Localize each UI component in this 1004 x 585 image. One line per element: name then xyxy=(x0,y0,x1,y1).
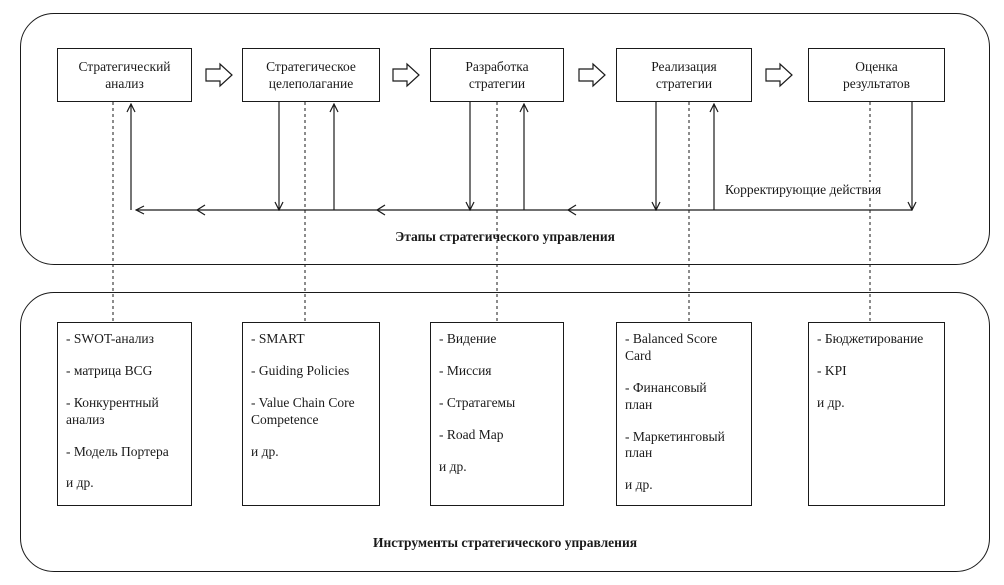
stage-results-evaluation: Оценка результатов xyxy=(808,48,945,102)
tool-item: - Миссия xyxy=(439,362,492,378)
tools-box-evaluation: - Бюджетирование - KPI и др. xyxy=(808,322,945,506)
tool-item: - Финансовый план xyxy=(625,379,707,412)
tool-item: и др. xyxy=(66,475,94,491)
tool-item: - SWOT-анализ xyxy=(66,331,154,346)
flow-arrow-3 xyxy=(578,62,606,88)
tool-item: - матрица BCG xyxy=(66,362,153,378)
tools-box-development: - Видение - Миссия - Стратагемы - Road M… xyxy=(430,322,564,506)
tool-item: - Модель Портера xyxy=(66,443,169,459)
tool-item: - Road Map xyxy=(439,426,504,442)
stages-panel xyxy=(20,13,990,265)
stage-strategy-development: Разработка стратегии xyxy=(430,48,564,102)
tool-item: и др. xyxy=(625,477,653,493)
flow-arrow-4 xyxy=(765,62,793,88)
tools-panel xyxy=(20,292,990,572)
tools-box-implementation: - Balanced Score Card - Финансовый план … xyxy=(616,322,752,506)
flow-arrow-1 xyxy=(205,62,233,88)
tool-item: - Balanced Score Card xyxy=(625,331,718,363)
tool-item: - Конкурентный анализ xyxy=(66,394,159,427)
dashed-links xyxy=(112,102,871,322)
tool-item: - Value Chain Core Competence xyxy=(251,394,355,427)
tool-item: - Стратагемы xyxy=(439,394,516,410)
flow-arrow-2 xyxy=(392,62,420,88)
tool-item: - SMART xyxy=(251,331,305,346)
stage-strategy-implementation: Реализация стратегии xyxy=(616,48,752,102)
feedback-mid-arrow-3 xyxy=(195,204,206,216)
tools-box-analysis: - SWOT-анализ - матрица BCG - Конкурентн… xyxy=(57,322,192,506)
feedback-mid-arrow-2 xyxy=(375,204,386,216)
tools-caption: Инструменты стратегического управления xyxy=(372,535,638,550)
tool-item: и др. xyxy=(817,394,845,410)
flow-arrows xyxy=(205,62,793,88)
tool-item: - Маркетинговый план xyxy=(625,428,725,461)
feedback-label: Корректирующие действия xyxy=(722,182,885,198)
stage-strategic-analysis: Стратегический анализ xyxy=(57,48,192,102)
tool-item: - KPI xyxy=(817,362,847,378)
tools-box-goal-setting: - SMART - Guiding Policies - Value Chain… xyxy=(242,322,380,506)
stage-goal-setting: Стратегическое целеполагание xyxy=(242,48,380,102)
feedback-mid-arrow-1 xyxy=(566,204,577,216)
tool-item: - Бюджетирование xyxy=(817,331,924,346)
tool-item: - Видение xyxy=(439,331,497,346)
stages-caption: Этапы стратегического управления xyxy=(395,229,615,244)
feedback-lines xyxy=(131,102,912,216)
tool-item: - Guiding Policies xyxy=(251,362,350,378)
tool-item: и др. xyxy=(251,443,279,459)
tool-item: и др. xyxy=(439,458,467,474)
